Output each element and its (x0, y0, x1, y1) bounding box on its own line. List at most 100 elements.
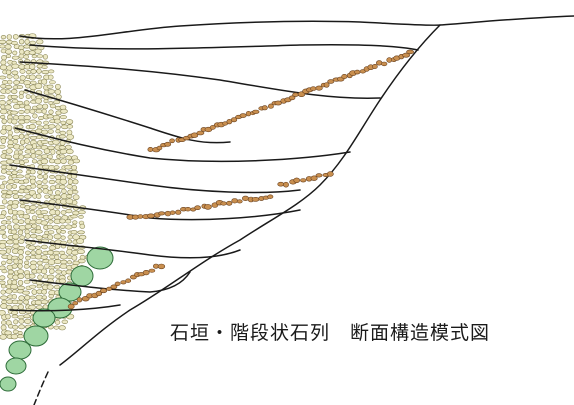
pebble (58, 184, 66, 190)
pebble (29, 219, 37, 225)
pebble (41, 184, 49, 190)
pebble (22, 214, 30, 220)
pebble (60, 259, 68, 265)
pebble (31, 289, 38, 295)
pebble (0, 138, 7, 144)
pebble (41, 70, 50, 75)
pebble (47, 189, 53, 195)
pebble (53, 254, 60, 260)
pebble (70, 230, 78, 235)
pebble (12, 135, 20, 140)
pebble (10, 229, 18, 235)
pebble (52, 250, 60, 255)
pebble (0, 94, 6, 100)
boulder (86, 246, 114, 270)
pebble (36, 188, 43, 194)
pebble (1, 199, 8, 205)
stratum-line-1 (29, 43, 419, 51)
pebble (29, 263, 37, 270)
pebble (40, 204, 49, 209)
pebble (0, 108, 8, 115)
pebble (55, 269, 63, 274)
pebble (23, 189, 30, 194)
step-stone (242, 195, 250, 201)
pebble (30, 69, 37, 74)
pebble (64, 224, 73, 230)
pebble (4, 44, 12, 50)
pebble (59, 218, 66, 224)
step-stone (315, 85, 323, 91)
pebble (65, 155, 72, 161)
pebble (31, 159, 38, 164)
pebble (64, 164, 72, 170)
pebble (29, 135, 38, 140)
pebble (0, 260, 7, 266)
pebble (59, 154, 66, 159)
pebble (5, 49, 13, 55)
stratum-line-9 (9, 304, 121, 312)
pebble (23, 100, 30, 106)
pebble (52, 139, 60, 145)
pebble (19, 235, 26, 240)
pebble (40, 220, 49, 226)
step-stone (146, 213, 155, 219)
pebble (24, 223, 32, 230)
pebble (6, 100, 12, 105)
pebble (6, 239, 14, 245)
step-stone (142, 270, 150, 276)
pebble (24, 119, 30, 124)
pebble (30, 183, 37, 189)
pebble (58, 325, 66, 331)
pebble (11, 184, 18, 189)
pebble (23, 314, 31, 319)
pebble (36, 39, 44, 45)
pebble (17, 229, 24, 236)
pebble (11, 55, 20, 60)
pebble (40, 140, 49, 144)
pebble (5, 288, 13, 294)
strata-lines (9, 15, 574, 405)
pebble (36, 54, 44, 59)
step-stone (72, 301, 79, 306)
pebble (76, 238, 84, 244)
pebble (0, 168, 7, 174)
pebble (17, 300, 23, 305)
step-stone (196, 130, 205, 136)
pebble (59, 254, 68, 260)
pebble (12, 50, 18, 56)
step-stone (406, 49, 414, 55)
pebble (48, 158, 56, 164)
step-stone (402, 52, 410, 58)
pebble (0, 205, 6, 210)
pebble (12, 139, 19, 144)
pebble (0, 249, 7, 255)
step-stone (157, 263, 166, 270)
pebble (17, 249, 25, 255)
pebble (29, 108, 36, 114)
pebble (36, 269, 42, 274)
pebble (11, 314, 19, 319)
pebble (4, 154, 13, 160)
pebble (70, 214, 78, 219)
pebble (24, 205, 31, 211)
step-stone (158, 211, 166, 216)
pebble (23, 159, 30, 164)
pebble (60, 235, 66, 240)
pebble (24, 260, 30, 265)
step-stone (220, 201, 227, 206)
step-stone (292, 92, 299, 97)
pebble (0, 64, 8, 71)
pebble (53, 165, 60, 170)
pebble (58, 250, 66, 255)
pebble (0, 129, 7, 135)
pebble (65, 144, 72, 150)
pebble (17, 304, 25, 310)
pebble (50, 149, 56, 155)
pebble (35, 74, 42, 79)
pebble (29, 169, 36, 175)
pebble (0, 243, 7, 249)
pebble (66, 184, 73, 189)
step-stone (261, 105, 268, 111)
pebble (29, 40, 36, 45)
buried-dashed-line (33, 371, 49, 405)
